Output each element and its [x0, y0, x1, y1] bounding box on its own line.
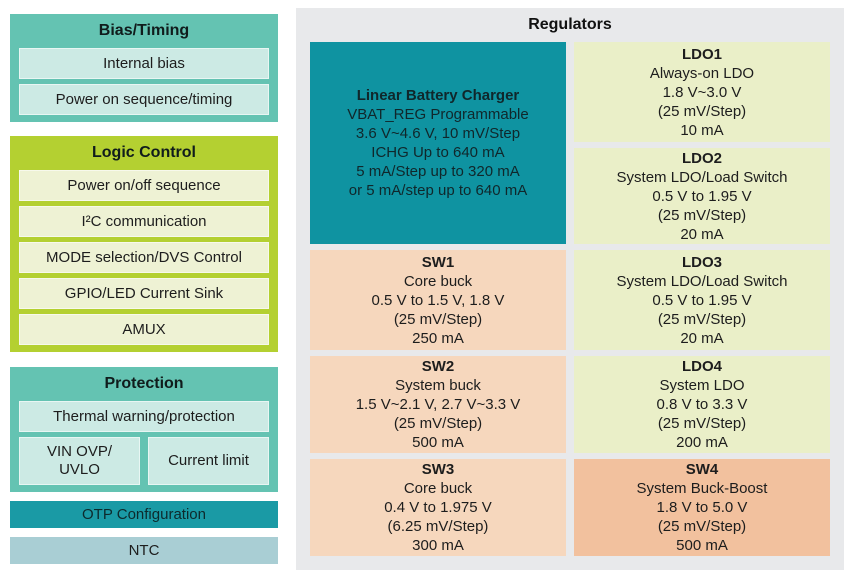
vin-ovp-line2: UVLO — [59, 461, 100, 478]
block-line: Always-on LDO — [649, 64, 755, 82]
current-limit-label: Current limit — [168, 452, 249, 469]
block-line: 20 mA — [680, 225, 724, 243]
regulator-block-sw3: SW3 Core buck 0.4 V to 1.975 V (6.25 mV/… — [310, 459, 566, 556]
block-line: (6.25 mV/Step) — [387, 518, 489, 535]
regulator-block-sw2: SW2 System buck 1.5 V~2.1 V, 2.7 V~3.3 V… — [310, 356, 566, 453]
regulator-block-ldo3: LDO3 System LDO/Load Switch 0.5 V to 1.9… — [574, 250, 830, 350]
left-function-column: Bias/Timing Internal bias Power on seque… — [10, 8, 278, 570]
regulator-block-sw1: SW1 Core buck 0.5 V to 1.5 V, 1.8 V (25 … — [310, 250, 566, 350]
logic-item-power-onoff-sequence: Power on/off sequence — [19, 170, 269, 201]
block-line: 0.8 V to 3.3 V — [656, 396, 748, 413]
vin-ovp-line1: VIN OVP/ — [46, 443, 113, 460]
block-line: 1.8 V to 5.0 V — [656, 499, 748, 516]
logic-item-i2c-communication: I²C communication — [19, 206, 269, 237]
otp-configuration-bar: OTP Configuration — [10, 501, 278, 528]
block-line: 0.5 V to 1.95 V — [652, 291, 752, 309]
block-line: (25 mV/Step) — [657, 102, 747, 120]
block-title: LDO2 — [681, 149, 722, 167]
block-line: System LDO — [659, 377, 745, 394]
linear-battery-charger-block: Linear Battery Charger VBAT_REG Programm… — [310, 42, 566, 244]
block-line: (25 mV/Step) — [393, 415, 483, 432]
block-line: 1.8 V~3.0 V — [662, 83, 742, 101]
protection-group: Protection Thermal warning/protection VI… — [10, 367, 278, 492]
regulator-block-ldo2: LDO2 System LDO/Load Switch 0.5 V to 1.9… — [574, 148, 830, 244]
block-line: System Buck-Boost — [636, 480, 768, 497]
protection-item-current-limit: Current limit — [148, 437, 269, 485]
block-line: (25 mV/Step) — [657, 415, 747, 432]
logic-control-title: Logic Control — [92, 144, 196, 161]
charger-line: 5 mA/Step up to 320 mA — [356, 163, 520, 180]
block-line: 300 mA — [412, 537, 464, 554]
block-title: SW2 — [421, 358, 455, 375]
bias-timing-title: Bias/Timing — [98, 22, 190, 39]
block-line: 10 mA — [680, 121, 724, 139]
block-title: SW3 — [421, 461, 455, 478]
spacer — [10, 528, 278, 537]
regulators-grid: Linear Battery Charger VBAT_REG Programm… — [310, 42, 830, 556]
block-title: LDO4 — [681, 358, 722, 375]
block-line: 20 mA — [680, 329, 724, 347]
block-line: 1.5 V~2.1 V, 2.7 V~3.3 V — [355, 396, 521, 413]
ntc-bar: NTC — [10, 537, 278, 564]
block-line: (25 mV/Step) — [393, 310, 483, 328]
regulator-block-ldo4: LDO4 System LDO 0.8 V to 3.3 V (25 mV/St… — [574, 356, 830, 453]
block-line: System buck — [395, 377, 481, 394]
block-line: Core buck — [403, 272, 473, 290]
bias-item-internal-bias: Internal bias — [19, 48, 269, 79]
block-line: 200 mA — [676, 434, 728, 451]
block-line: (25 mV/Step) — [657, 310, 747, 328]
charger-line: 3.6 V~4.6 V, 10 mV/Step — [355, 125, 521, 142]
logic-item-gpio-led-current-sink: GPIO/LED Current Sink — [19, 278, 269, 309]
block-title: LDO1 — [681, 45, 722, 63]
regulator-block-ldo1: LDO1 Always-on LDO 1.8 V~3.0 V (25 mV/St… — [574, 42, 830, 142]
regulators-title: Regulators — [528, 16, 612, 33]
charger-line: or 5 mA/step up to 640 mA — [348, 182, 528, 199]
block-line: Core buck — [403, 480, 473, 497]
block-title: SW4 — [685, 461, 719, 478]
block-line: System LDO/Load Switch — [616, 168, 788, 186]
block-line: 0.5 V to 1.95 V — [652, 187, 752, 205]
regulator-block-sw4: SW4 System Buck-Boost 1.8 V to 5.0 V (25… — [574, 459, 830, 556]
charger-line: VBAT_REG Programmable — [347, 106, 529, 123]
bias-timing-group: Bias/Timing Internal bias Power on seque… — [10, 14, 278, 122]
logic-item-amux: AMUX — [19, 314, 269, 345]
block-line: (25 mV/Step) — [657, 206, 747, 224]
spacer — [10, 352, 278, 367]
block-line: System LDO/Load Switch — [616, 272, 788, 290]
block-line: 500 mA — [676, 537, 728, 554]
block-title: SW1 — [421, 253, 455, 271]
protection-item-vin-ovp-uvlo: VIN OVP/ UVLO — [19, 437, 140, 485]
block-line: 0.5 V to 1.5 V, 1.8 V — [371, 291, 505, 309]
block-line: 0.4 V to 1.975 V — [384, 499, 492, 516]
logic-item-mode-selection-dvs: MODE selection/DVS Control — [19, 242, 269, 273]
spacer — [10, 492, 278, 501]
protection-title: Protection — [104, 375, 184, 392]
protection-item-thermal: Thermal warning/protection — [19, 401, 269, 432]
regulators-panel: Regulators Linear Battery Charger VBAT_R… — [296, 8, 844, 570]
protection-split-row: VIN OVP/ UVLO Current limit — [19, 437, 269, 485]
logic-control-group: Logic Control Power on/off sequence I²C … — [10, 136, 278, 352]
block-line: 500 mA — [412, 434, 464, 451]
bias-item-power-on-sequence: Power on sequence/timing — [19, 84, 269, 115]
block-title: LDO3 — [681, 253, 722, 271]
block-line: 250 mA — [412, 329, 464, 347]
spacer — [10, 122, 278, 136]
block-line: (25 mV/Step) — [657, 518, 747, 535]
charger-title: Linear Battery Charger — [356, 87, 520, 104]
charger-line: ICHG Up to 640 mA — [371, 144, 505, 161]
